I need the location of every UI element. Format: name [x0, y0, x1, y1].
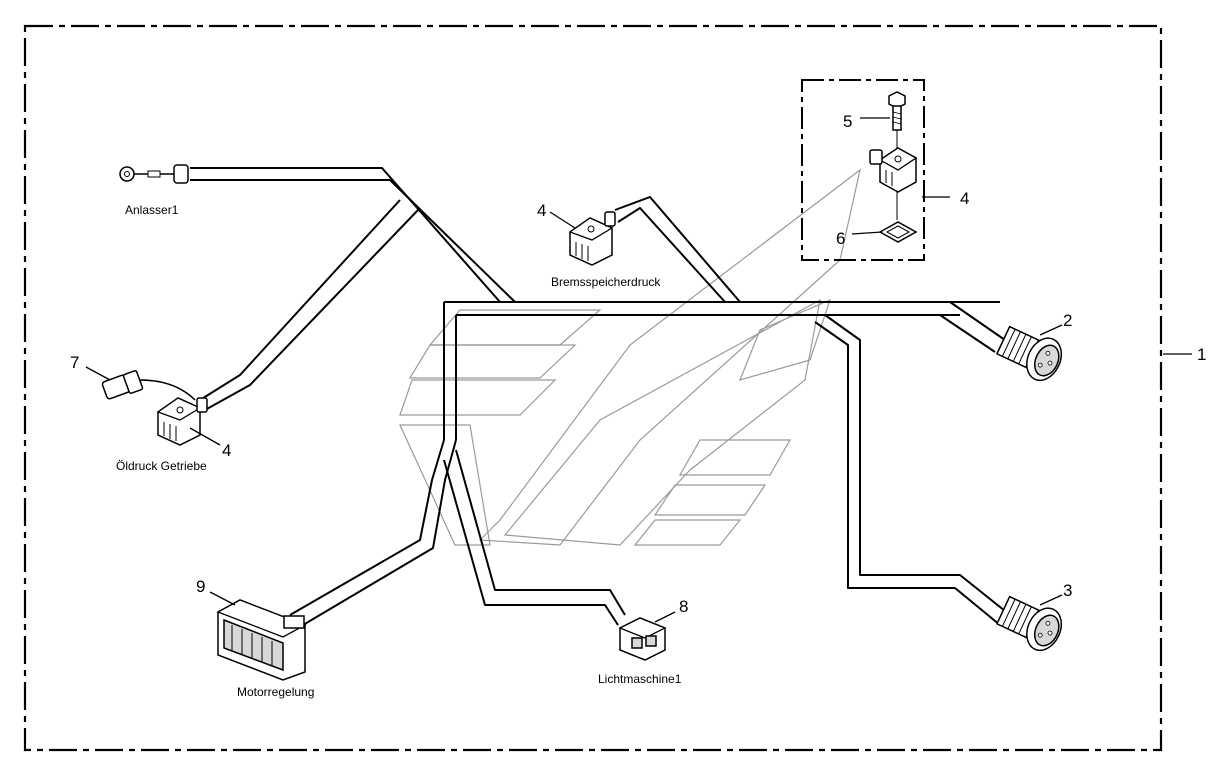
callout-3: 3 [1063, 581, 1072, 600]
harness-wires [190, 167, 1011, 629]
callout-4-top: 4 [537, 201, 546, 220]
anlasser-label: Anlasser1 [125, 203, 179, 217]
watermark-logo [399, 168, 861, 546]
callout-leader-4-top [549, 211, 576, 229]
callout-6: 6 [836, 229, 845, 248]
lichtmaschine-label: Lichtmaschine1 [598, 672, 682, 686]
anlasser-ring-terminal [119, 164, 189, 184]
callout-leader-9 [209, 591, 236, 606]
gasket-6 [878, 221, 918, 243]
motorregelung-label: Motorregelung [237, 685, 314, 699]
assembly-frame [23, 24, 1163, 752]
callout-4-left: 4 [222, 441, 231, 460]
callout-leader-6 [851, 231, 883, 235]
lichtmaschine-connector [618, 617, 667, 661]
callout-leader-2 [1039, 324, 1063, 336]
oeldruck-valve-connector [156, 397, 208, 446]
callout-leader-7 [85, 366, 111, 381]
oeldruck-label: Öldruck Getriebe [116, 459, 207, 473]
callout-4-box: 4 [960, 189, 969, 208]
callout-leader-3 [1039, 594, 1063, 606]
valve-connector-detail [869, 147, 918, 193]
motorregelung-connector [216, 599, 307, 681]
callout-7: 7 [70, 353, 79, 372]
round-connector-2 [995, 325, 1063, 382]
plug-connector-7 [101, 370, 196, 401]
callout-8: 8 [679, 597, 688, 616]
callout-leader-8 [654, 611, 676, 623]
callout-leader-4-left [189, 427, 221, 446]
callout-9: 9 [196, 577, 205, 596]
bremsspeicher-label: Bremsspeicherdruck [551, 275, 661, 289]
round-connector-3 [995, 595, 1063, 652]
callout-2: 2 [1063, 311, 1072, 330]
callout-1: 1 [1197, 345, 1206, 364]
screw-5 [888, 91, 906, 131]
bremsspeicher-valve-connector [568, 211, 616, 266]
callout-5: 5 [843, 112, 852, 131]
detail-box [801, 79, 925, 261]
